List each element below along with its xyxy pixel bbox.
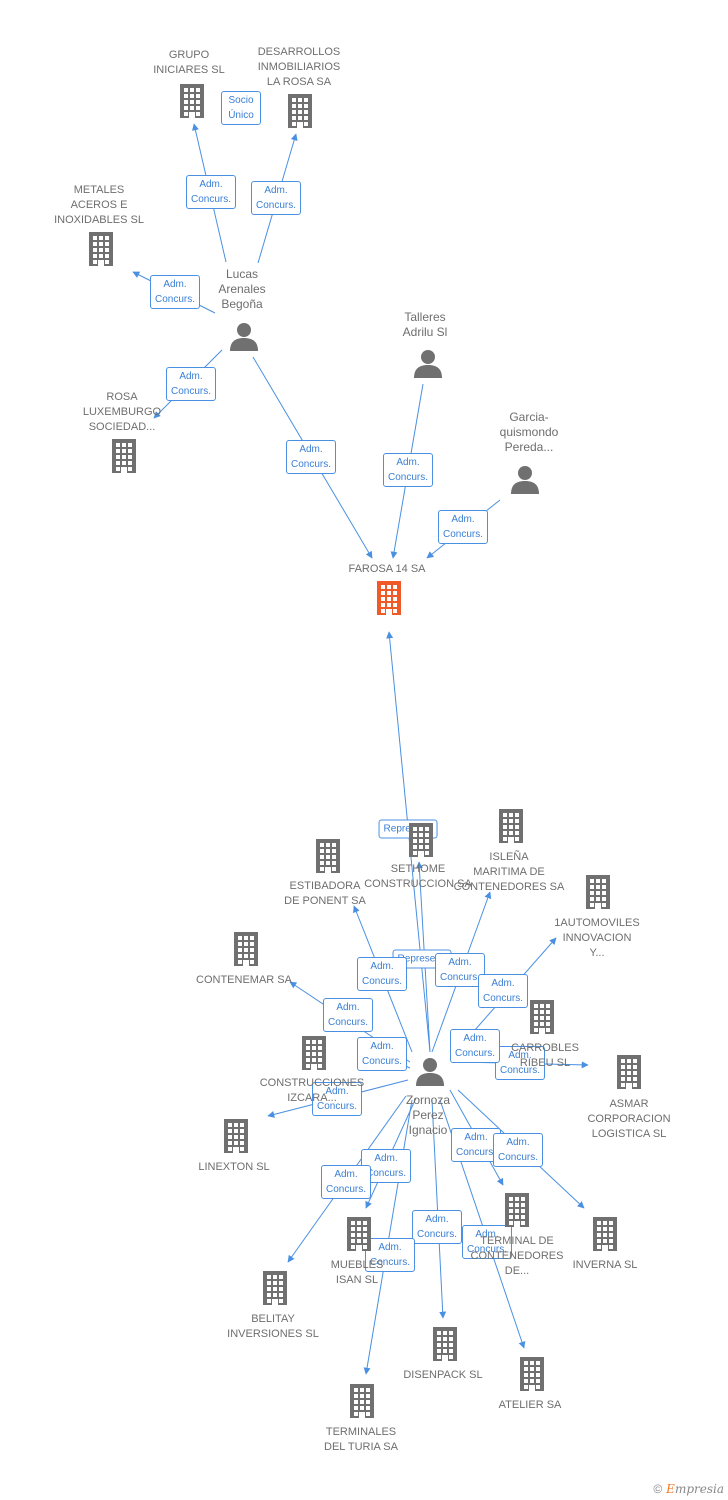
company-building-icon[interactable] [261,1271,289,1310]
company-building-icon[interactable] [518,1357,546,1396]
socio-unico-badge: Socio Único [221,91,261,125]
company-building-icon[interactable] [407,823,435,862]
edge-label-zornoza-to-terminal[interactable]: Adm. Concurs. [450,1128,502,1162]
node-label-atelier[interactable]: ATELIER SA [498,1399,562,1411]
node-label-talleres[interactable]: Talleres Adrilu Sl [402,310,448,339]
node-label-disenpack[interactable]: DISENPACK SL [403,1369,483,1381]
edge-label-garcia-to-farosa[interactable]: Adm. Concurs. [437,510,489,544]
node-label-zornoza[interactable]: Zornoza Perez Ignacio [405,1093,451,1137]
edge-zornoza-to-terminales [363,1099,413,1375]
company-building-icon[interactable] [300,1036,328,1075]
edge-zornoza-to-disenpack [431,1099,447,1319]
edge-label-zornoza-to-construcciones[interactable]: Adm. Concurs. [356,1037,408,1071]
company-building-icon[interactable] [286,94,314,133]
node-label-lucas[interactable]: Lucas Arenales Begoña [218,267,266,311]
company-building-icon[interactable] [87,232,115,271]
edge-label-zornoza-to-terminales[interactable]: Adm. Concurs. [364,1238,416,1272]
node-label-asmar[interactable]: ASMAR CORPORACION LOGISTICA SL [587,1098,671,1140]
company-building-icon[interactable] [584,875,612,914]
node-label-terminal[interactable]: TERMINAL DE CONTENEDORES DE... [470,1235,564,1277]
edge-label-zornoza-to-inverna[interactable]: Adm. Concurs. [492,1133,544,1167]
company-building-icon[interactable] [528,1000,556,1039]
brand-name: mpresia [674,1482,724,1496]
node-label-construcciones[interactable]: CONSTRUCCIONES IZCARA... [259,1077,365,1104]
node-label-desarrollos[interactable]: DESARROLLOS INMOBILIARIOS LA ROSA SA [257,46,341,88]
node-label-terminales[interactable]: TERMINALES DEL TURIA SA [324,1426,398,1453]
edge-label-zornoza-to-contenemar[interactable]: Adm. Concurs. [322,998,374,1032]
company-building-icon[interactable] [110,439,138,478]
person-icon[interactable] [229,321,259,356]
edge-label-zornoza-to-belitay[interactable]: Adm. Concurs. [320,1165,372,1199]
company-building-icon[interactable] [345,1217,373,1256]
company-building-icon[interactable] [615,1055,643,1094]
node-label-contenemar[interactable]: CONTENEMAR SA [196,974,292,986]
footer-brand: ©Empresia [653,1482,724,1496]
company-building-icon[interactable] [232,932,260,971]
company-building-icon[interactable] [348,1384,376,1423]
node-label-inverna[interactable]: INVERNA SL [572,1259,638,1271]
node-label-estibadora[interactable]: ESTIBADORA DE PONENT SA [284,880,366,907]
node-label-carrobles[interactable]: CARROBLES RIBEU SL [511,1042,579,1069]
edge-label-lucas-to-farosa[interactable]: Adm. Concurs. [285,440,337,474]
node-label-farosa[interactable]: FAROSA 14 SA [348,563,426,575]
edge-label-lucas-to-desarrollos[interactable]: Adm. Concurs. [250,181,302,215]
edge-label-zornoza-to-automoviles[interactable]: Adm. Concurs. [477,974,529,1008]
edge-label-lucas-to-rosa[interactable]: Adm. Concurs. [165,367,217,401]
node-label-metales[interactable]: METALES ACEROS E INOXIDABLES SL [54,184,144,226]
edge-label-zornoza-to-linexton[interactable]: Adm. Concurs. [311,1082,363,1116]
edge-label-zornoza-to-estibadora[interactable]: Adm. Concurs. [356,957,408,991]
person-icon[interactable] [415,1056,445,1091]
node-label-belitay[interactable]: BELITAY INVERSIONES SL [227,1313,319,1340]
company-building-icon[interactable] [178,84,206,123]
edge-label-zornoza-to-disenpack[interactable]: Adm. Concurs. [411,1210,463,1244]
copyright-symbol: © [653,1482,663,1496]
company-building-icon[interactable] [314,839,342,878]
edge-label-zornoza-to-islena[interactable]: Adm. Concurs. [434,953,486,987]
edge-label-lucas-to-grupo[interactable]: Adm. Concurs. [185,175,237,209]
node-label-rosa[interactable]: ROSA LUXEMBURGO SOCIEDAD... [82,391,162,433]
brand-initial: E [666,1482,675,1496]
edge-label-lucas-to-metales[interactable]: Adm. Concurs. [149,275,201,309]
node-label-sethome[interactable]: SETHOME CONSTRUCCION SA [364,863,472,890]
person-icon[interactable] [510,464,540,499]
node-label-muebles[interactable]: MUEBLES ISAN SL [330,1259,384,1286]
company-building-icon[interactable] [497,809,525,848]
node-label-islena[interactable]: ISLEÑA MARITIMA DE CONTENEDORES SA [453,851,565,893]
node-label-linexton[interactable]: LINEXTON SL [198,1161,270,1173]
edge-label-talleres-to-farosa[interactable]: Adm. Concurs. [382,453,434,487]
company-building-icon[interactable] [503,1193,531,1232]
company-building-icon[interactable] [591,1217,619,1256]
edge-label-zornoza-to-asmar[interactable]: Adm. Concurs. [449,1029,501,1063]
brand-logo: Empresia [666,1482,724,1496]
node-label-grupo[interactable]: GRUPO INICIARES SL [153,49,225,76]
node-label-garcia[interactable]: Garcia- quismondo Pereda... [499,410,559,454]
person-icon[interactable] [413,348,443,383]
company-building-icon[interactable] [222,1119,250,1158]
edge-label-zornoza-to-carrobles[interactable]: Adm. Concurs. [494,1046,546,1080]
company-building-icon[interactable] [431,1327,459,1366]
node-label-automoviles[interactable]: 1AUTOMOVILES INNOVACION Y... [554,917,640,959]
focus-company-building-icon[interactable] [375,581,403,620]
edge-label-zornoza-to-atelier[interactable]: Adm. Concurs. [461,1225,513,1259]
